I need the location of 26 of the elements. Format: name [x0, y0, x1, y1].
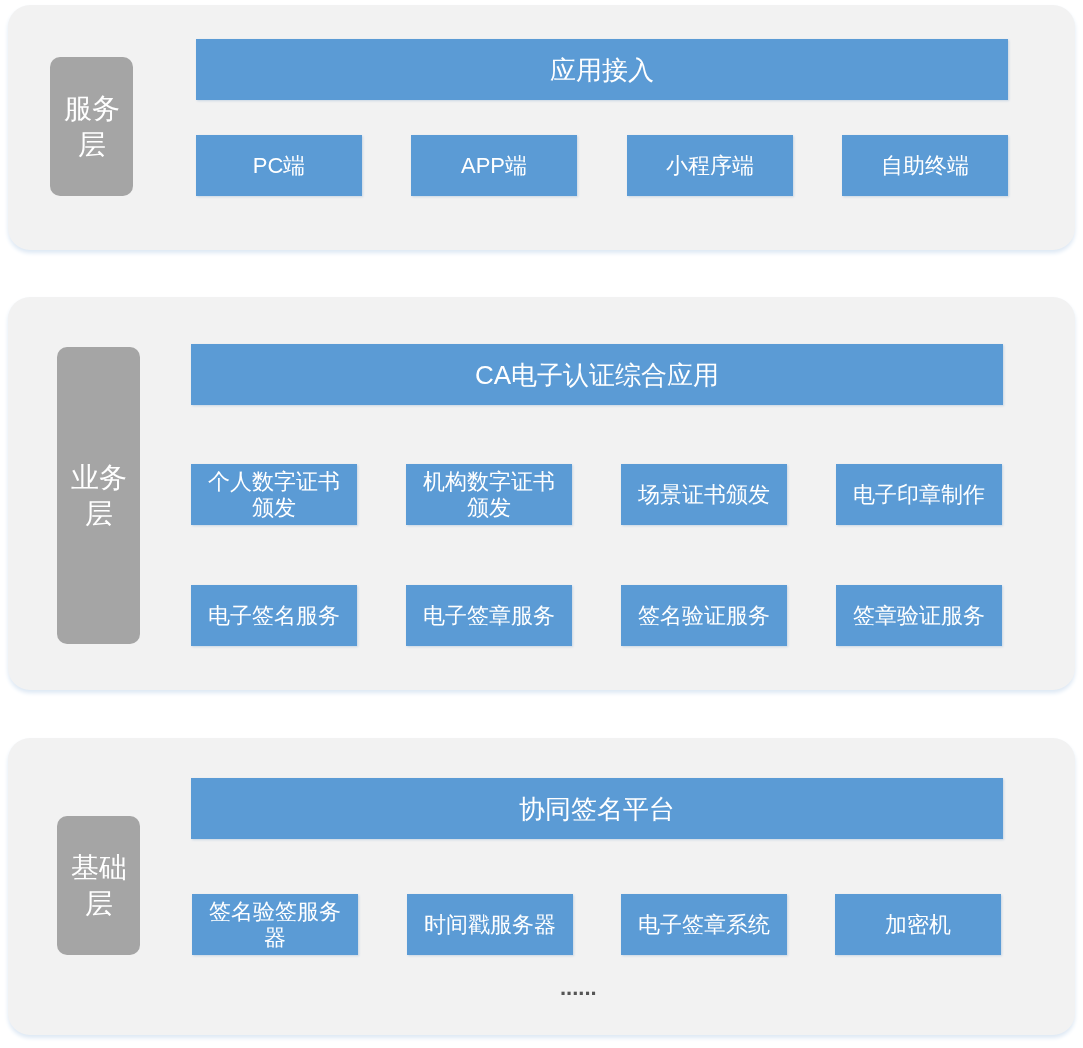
module-box: 电子签名服务	[191, 585, 357, 646]
module-box: 签章验证服务	[836, 585, 1002, 646]
module-box: 加密机	[835, 894, 1001, 955]
module-box: 自助终端	[842, 135, 1008, 196]
layer-panel	[8, 297, 1075, 690]
platform-bar: CA电子认证综合应用	[191, 344, 1003, 405]
module-box: 签名验签服务器	[192, 894, 358, 955]
module-box: 电子签章服务	[406, 585, 572, 646]
module-box: 时间戳服务器	[407, 894, 573, 955]
module-box: APP端	[411, 135, 577, 196]
layer-panel	[8, 5, 1075, 250]
ellipsis-note: ......	[560, 975, 597, 1001]
layer-label: 基础层	[57, 816, 140, 955]
module-box: PC端	[196, 135, 362, 196]
module-box: 小程序端	[627, 135, 793, 196]
module-box: 个人数字证书颁发	[191, 464, 357, 525]
module-box: 场景证书颁发	[621, 464, 787, 525]
module-box: 机构数字证书颁发	[406, 464, 572, 525]
platform-bar: 应用接入	[196, 39, 1008, 100]
module-box: 电子签章系统	[621, 894, 787, 955]
layer-panel	[8, 738, 1075, 1035]
layer-label: 服务层	[50, 57, 133, 196]
module-box: 电子印章制作	[836, 464, 1002, 525]
module-box: 签名验证服务	[621, 585, 787, 646]
platform-bar: 协同签名平台	[191, 778, 1003, 839]
layer-label: 业务层	[57, 347, 140, 644]
